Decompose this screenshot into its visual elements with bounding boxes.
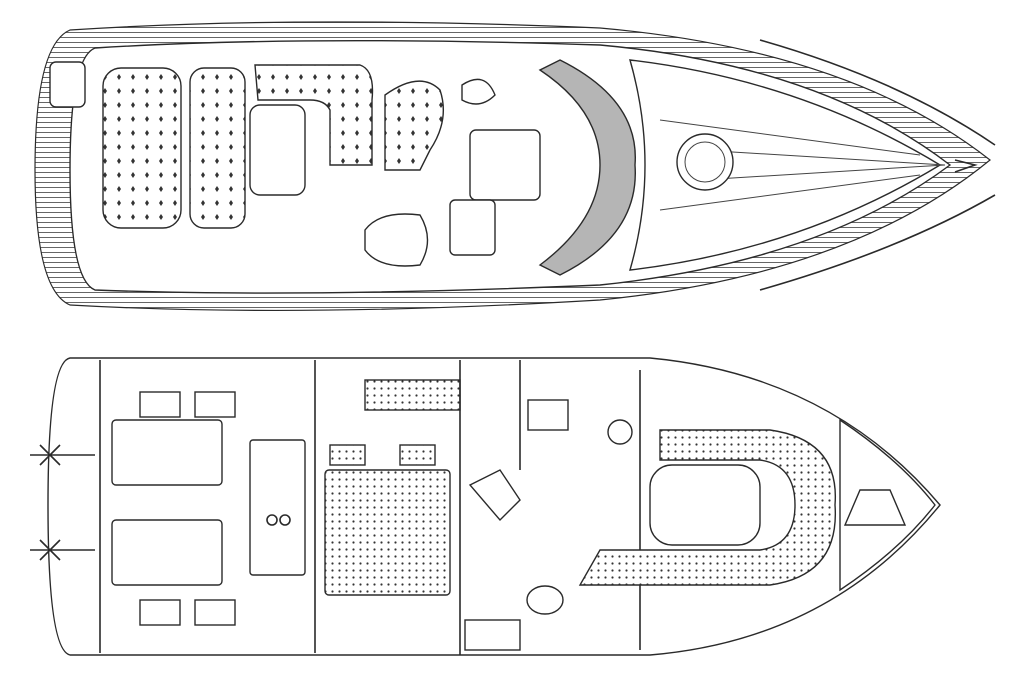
helm-console <box>449 199 496 256</box>
deck-plan-view <box>34 21 996 312</box>
cockpit-seat <box>254 64 374 166</box>
aft-sunpad-left <box>102 67 182 229</box>
generator <box>249 439 306 576</box>
stove <box>527 399 569 431</box>
interior-layout-view <box>30 357 941 656</box>
step-1 <box>329 444 366 466</box>
galley-counter <box>364 379 461 411</box>
outdrive-port <box>30 444 95 466</box>
bow-anchor <box>954 159 978 173</box>
companionway <box>468 469 521 522</box>
bow-locker <box>843 489 907 526</box>
battery-2 <box>194 391 236 418</box>
engine-starboard <box>111 519 223 586</box>
battery-1 <box>139 391 181 418</box>
aft-sunpad-right <box>189 67 246 229</box>
bow-pulpit <box>759 39 996 291</box>
sink <box>464 619 521 651</box>
forward-dinette <box>578 429 837 586</box>
helm-seat <box>364 213 429 267</box>
outdrive-starboard <box>30 539 95 561</box>
wet-bar <box>469 129 541 201</box>
aft-cabin-berth <box>324 469 451 596</box>
stern-hatch <box>49 61 86 108</box>
battery-4 <box>194 599 236 626</box>
windscreen <box>538 59 636 276</box>
cockpit-table <box>249 104 306 196</box>
cockpit-lounge <box>384 80 445 171</box>
head-sink <box>607 419 633 445</box>
battery-3 <box>139 599 181 626</box>
step-2 <box>399 444 436 466</box>
skylight <box>461 78 496 105</box>
head-toilet <box>526 585 564 615</box>
dinette-table <box>649 464 761 546</box>
engine-port <box>111 419 223 486</box>
foredeck <box>629 59 942 271</box>
